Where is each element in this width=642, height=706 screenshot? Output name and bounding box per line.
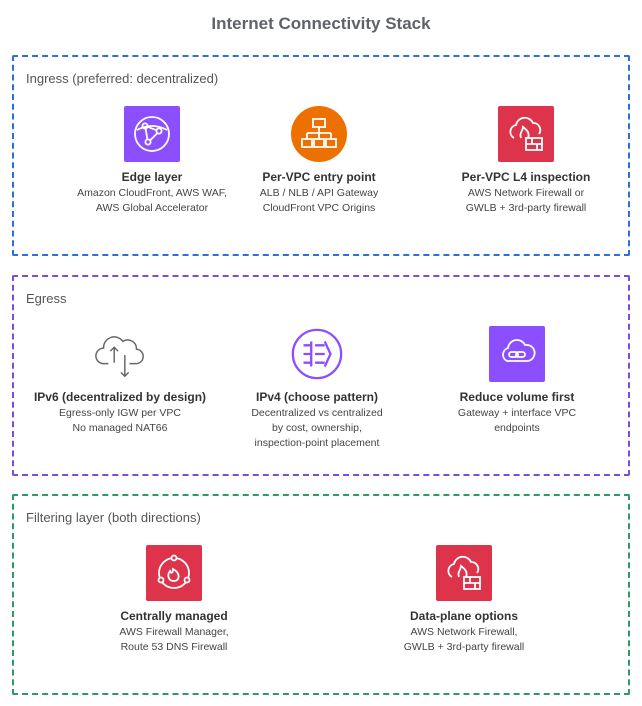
- load-balancer-icon: [291, 106, 347, 162]
- item-desc: AWS Network Firewall or GWLB + 3rd-party…: [465, 187, 587, 214]
- group-ingress: Ingress (preferred: decentralized) Edge …: [12, 55, 630, 256]
- group-label-ingress: Ingress (preferred: decentralized): [26, 71, 219, 86]
- item-per-vpc-entry: Per-VPC entry point ALB / NLB / API Gate…: [219, 106, 419, 216]
- item-title: Data-plane options: [409, 609, 518, 623]
- edge-network-icon: [124, 106, 180, 162]
- network-firewall-icon: [498, 106, 554, 162]
- group-egress: Egress IPv6 (decentralized by design) Eg…: [12, 275, 630, 476]
- item-desc: Egress-only IGW per VPC No managed NAT66: [59, 407, 181, 434]
- item-desc: Decentralized vs centralized by cost, ow…: [251, 407, 383, 449]
- cloud-upload-download-icon: [92, 326, 148, 382]
- item-title: Per-VPC entry point: [262, 170, 376, 184]
- item-reduce-volume: Reduce volume first Gateway + interface …: [417, 326, 617, 436]
- item-title: Reduce volume first: [459, 390, 575, 404]
- firewall-manager-icon: [146, 545, 202, 601]
- item-desc: AWS Firewall Manager, Route 53 DNS Firew…: [119, 626, 229, 653]
- nat-gateway-icon: [289, 326, 345, 382]
- item-title: IPv4 (choose pattern): [255, 390, 379, 404]
- item-desc: Gateway + interface VPC endpoints: [457, 407, 577, 434]
- item-per-vpc-l4: Per-VPC L4 inspection AWS Network Firewa…: [426, 106, 626, 216]
- group-filter: Filtering layer (both directions) Centra…: [12, 494, 630, 695]
- item-ipv4: IPv4 (choose pattern) Decentralized vs c…: [217, 326, 417, 451]
- item-data-plane-options: Data-plane options AWS Network Firewall,…: [364, 545, 564, 655]
- vpc-endpoints-icon: [489, 326, 545, 382]
- group-label-egress: Egress: [26, 291, 67, 306]
- item-desc: Amazon CloudFront, AWS WAF, AWS Global A…: [77, 187, 227, 214]
- item-title: IPv6 (decentralized by design): [33, 390, 207, 404]
- item-title: Edge layer: [121, 170, 183, 184]
- group-label-filter: Filtering layer (both directions): [26, 510, 201, 525]
- item-centrally-managed: Centrally managed AWS Firewall Manager, …: [74, 545, 274, 655]
- item-desc: ALB / NLB / API Gateway CloudFront VPC O…: [259, 187, 379, 214]
- item-ipv6: IPv6 (decentralized by design) Egress-on…: [20, 326, 220, 436]
- diagram-title: Internet Connectivity Stack: [211, 14, 431, 33]
- item-title: Per-VPC L4 inspection: [461, 170, 591, 184]
- item-desc: AWS Network Firewall, GWLB + 3rd-party f…: [403, 626, 525, 653]
- item-edge-layer: Edge layer Amazon CloudFront, AWS WAF, A…: [52, 106, 252, 216]
- network-firewall-icon: [436, 545, 492, 601]
- item-title: Centrally managed: [120, 609, 228, 623]
